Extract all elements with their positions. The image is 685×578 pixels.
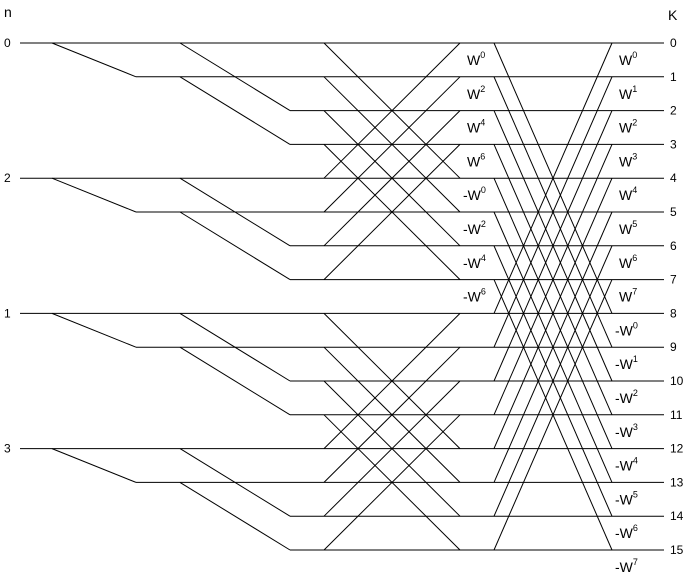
twiddle-factor-stage4: W6 [619, 253, 637, 271]
output-index-label: 6 [670, 239, 677, 253]
output-index-label: 9 [670, 340, 677, 354]
output-index-label: 11 [670, 408, 683, 422]
twiddle-factor-stage4: W1 [619, 84, 637, 102]
twiddle-factor-stage3: W6 [467, 151, 485, 169]
output-index-label: 5 [670, 205, 677, 219]
output-index-label: 7 [670, 273, 677, 287]
stage1-wire [51, 312, 137, 348]
stage2-wire [179, 346, 291, 416]
output-index-label: 14 [670, 509, 684, 523]
output-index-label: 4 [670, 171, 677, 185]
output-index-label: 2 [670, 104, 677, 118]
stage1-wire [51, 42, 137, 78]
twiddle-factor-stage4: W7 [619, 287, 637, 305]
twiddle-factor-stage3: -W4 [463, 253, 486, 271]
twiddle-factor-stage4: W0 [619, 50, 637, 68]
output-index-label: 12 [670, 442, 684, 456]
stage1-wire [51, 177, 137, 213]
twiddle-factor-stage3: -W2 [463, 219, 486, 237]
twiddle-factor-stage3: W4 [467, 118, 485, 136]
output-index-title: K [668, 7, 678, 23]
twiddle-factor-stage4: W5 [619, 219, 637, 237]
stage3-cross-wire [323, 380, 461, 517]
twiddle-factor-stage4: W4 [619, 185, 637, 203]
wire-layer [20, 42, 664, 551]
input-index-label: 3 [4, 442, 11, 456]
twiddle-factor-stage3: W0 [467, 50, 485, 68]
stage3-cross-wire [323, 144, 461, 280]
twiddle-factor-stage4: W3 [619, 151, 637, 169]
stage2-wire [179, 481, 291, 551]
label-layer: n K 02130123456789101112131415W0W2W4W6-W… [4, 4, 684, 575]
output-index-label: 13 [670, 475, 684, 489]
output-index-label: 1 [670, 70, 677, 84]
output-index-label: 0 [670, 36, 677, 50]
input-index-label: 0 [4, 36, 11, 50]
twiddle-factor-stage3: -W0 [463, 185, 486, 203]
stage2-wire [179, 211, 291, 281]
output-index-label: 8 [670, 306, 677, 320]
stage2-wire [179, 76, 291, 145]
output-index-label: 3 [670, 137, 677, 151]
output-index-label: 15 [670, 543, 684, 557]
output-index-label: 10 [670, 374, 684, 388]
twiddle-factor-stage3: W2 [467, 84, 485, 102]
twiddle-factor-stage4: -W6 [615, 523, 638, 541]
input-index-title: n [4, 4, 12, 20]
input-index-label: 2 [4, 171, 11, 185]
twiddle-factor-stage4: -W2 [615, 388, 638, 406]
twiddle-factor-stage4: -W5 [615, 489, 638, 507]
twiddle-factor-stage4: -W7 [615, 557, 638, 575]
twiddle-factor-stage3: -W6 [463, 287, 486, 305]
stage3-cross-wire [323, 110, 461, 247]
stage1-wire [51, 448, 137, 483]
stage3-cross-wire [323, 414, 461, 551]
twiddle-factor-stage4: -W0 [615, 320, 638, 338]
twiddle-factor-stage4: W2 [619, 118, 637, 136]
input-index-label: 1 [4, 306, 11, 320]
twiddle-factor-stage4: -W3 [615, 422, 638, 440]
twiddle-factor-stage4: -W1 [615, 354, 638, 372]
twiddle-factor-stage4: -W4 [615, 456, 638, 474]
